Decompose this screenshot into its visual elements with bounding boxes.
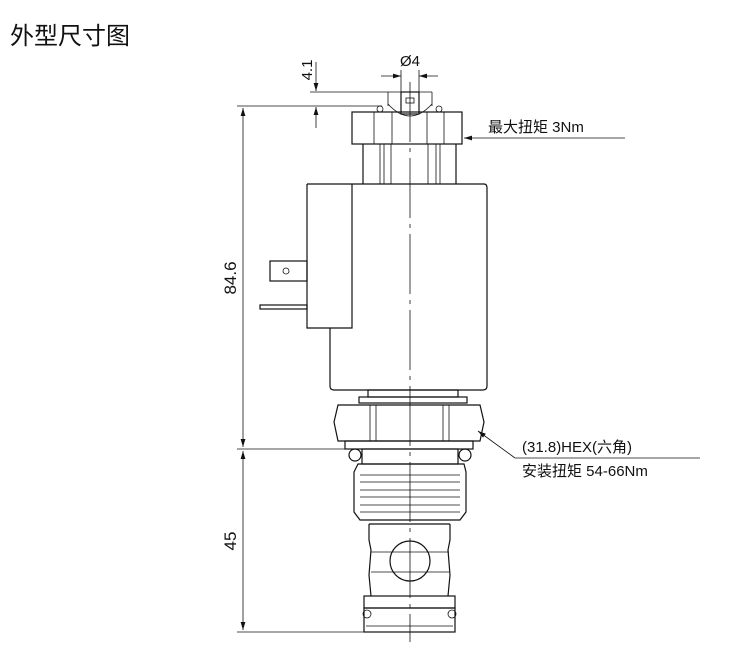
- page-title: 外型尺寸图: [10, 23, 130, 50]
- coil: [259, 183, 488, 391]
- dim-total-height: 84.6: [221, 261, 240, 294]
- install-torque-label: 安装扭矩 54-66Nm: [522, 463, 648, 480]
- max-torque-label: 最大扭矩 3Nm: [488, 119, 584, 136]
- dim-pin-diameter: Ø4: [400, 53, 420, 70]
- dim-top-offset: 4.1: [299, 60, 316, 81]
- nut-cap: [351, 111, 463, 184]
- dim-lower-height: 45: [221, 532, 240, 551]
- pin: [376, 91, 443, 117]
- hex-label: (31.8)HEX(六角): [522, 439, 632, 456]
- dimension-lines: [237, 62, 700, 633]
- valve-body: [333, 389, 485, 633]
